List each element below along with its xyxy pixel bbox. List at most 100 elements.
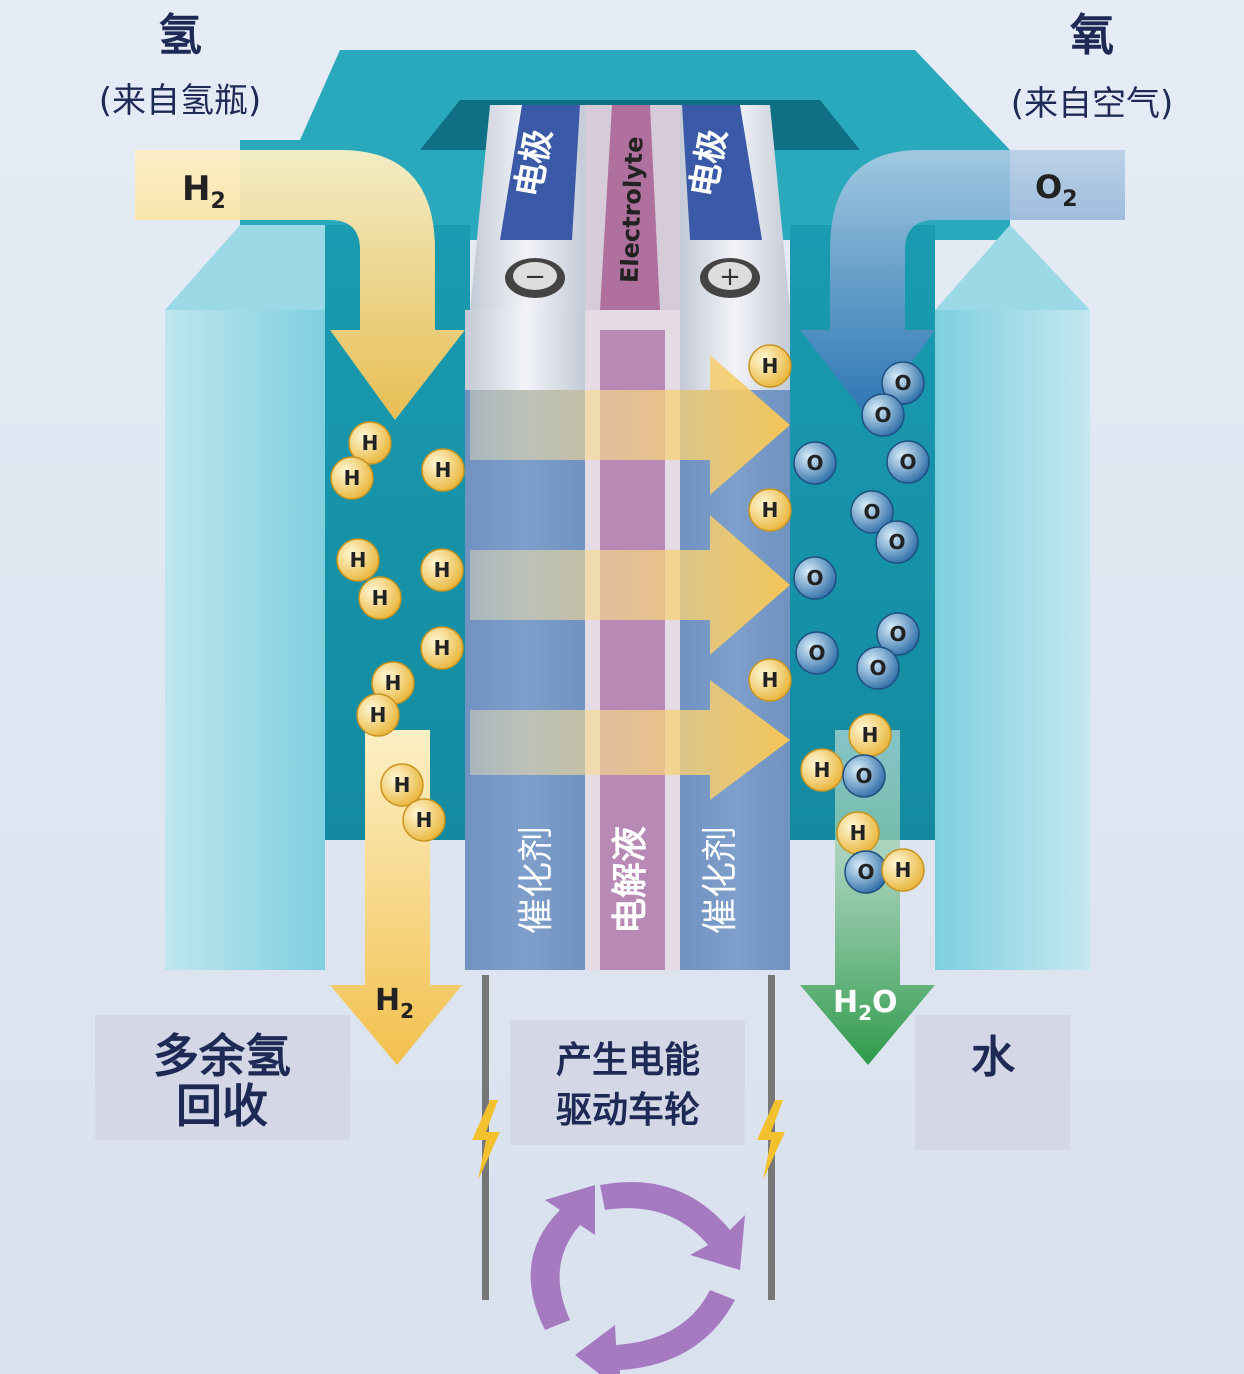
proton-arrow-3 <box>470 680 790 800</box>
particle-label: H <box>372 586 389 610</box>
lightning-icon-right <box>757 1100 785 1180</box>
hydrogen-particle: H <box>371 661 415 705</box>
particle-label: H <box>762 498 779 522</box>
particle-label: O <box>874 403 891 427</box>
oxygen-particle: O <box>795 631 839 675</box>
particle-label: H <box>344 466 361 490</box>
oxygen-particle: O <box>856 646 900 690</box>
hydrogen-particle: H <box>358 576 402 620</box>
hydrogen-particle: H <box>748 344 792 388</box>
anode-catalyst <box>465 390 585 970</box>
water-box <box>915 1015 1070 1150</box>
proton-arrow-1 <box>470 355 790 495</box>
oxygen-particle: O <box>886 440 930 484</box>
hydrogen-particle: H <box>336 538 380 582</box>
minus-terminal: − <box>505 258 565 298</box>
oxygen-particle: O <box>881 361 925 405</box>
power-box <box>510 1020 745 1145</box>
hydrogen-particle: H <box>330 456 374 500</box>
h2-recycle-line2: 回收 <box>176 1079 268 1133</box>
hydrogen-particle: H <box>748 488 792 532</box>
hydrogen-particle: H <box>848 713 892 757</box>
anode-label-plate <box>500 105 580 240</box>
oxygen-particle: O <box>850 490 894 534</box>
particle-label: H <box>350 548 367 572</box>
hydrogen-source: (来自氢瓶) <box>99 81 262 121</box>
power-line1: 产生电能 <box>556 1040 700 1081</box>
cathode-label-plate <box>682 105 762 240</box>
electrolyte-label: Electrolyte <box>615 136 648 283</box>
particle-label: H <box>814 758 831 782</box>
right-block <box>935 310 1090 970</box>
oxygen-particle: O <box>876 612 920 656</box>
particle-label: H <box>762 354 779 378</box>
anode-catalyst-label: 催化剂 <box>516 826 557 934</box>
oxygen-particle: O <box>793 556 837 600</box>
particle-label: O <box>855 764 872 788</box>
h2-recycle-box <box>95 1015 350 1140</box>
particle-label: H <box>362 431 379 455</box>
oxygen-source: (来自空气) <box>1011 84 1174 124</box>
right-block-top <box>935 225 1090 310</box>
left-block <box>165 310 325 970</box>
oxygen-title: 氧 <box>1070 10 1114 61</box>
particle-label: O <box>863 500 880 524</box>
particle-label: H <box>434 636 451 660</box>
hydrogen-particle: H <box>348 421 392 465</box>
hydrogen-particle: H <box>421 448 465 492</box>
hydrogen-particle: H <box>800 748 844 792</box>
particle-label: H <box>385 671 402 695</box>
particle-label: O <box>869 656 886 680</box>
particle-label: H <box>435 458 452 482</box>
proton-arrow-2 <box>470 515 790 655</box>
hydrogen-particle: H <box>402 798 446 842</box>
o2-inlet-arrow <box>800 150 1125 420</box>
water-outlet-arrow <box>800 730 935 1065</box>
electrolyte-cn-label: 电解液 <box>610 826 651 934</box>
o2-inlet-label: O2 <box>1035 168 1078 212</box>
particle-label: O <box>857 860 874 884</box>
rotation-cycle-icon <box>530 1182 745 1374</box>
particle-label: H <box>416 808 433 832</box>
particle-label: O <box>806 566 823 590</box>
particle-label: O <box>899 450 916 474</box>
minus-sign: − <box>524 262 546 292</box>
lightning-icon-left <box>472 1100 500 1180</box>
particle-label: O <box>806 451 823 475</box>
particle-label: H <box>434 558 451 582</box>
hydrogen-particle: H <box>836 811 880 855</box>
particle-label: O <box>888 530 905 554</box>
hydrogen-particle: H <box>748 658 792 702</box>
hydrogen-particle: H <box>420 548 464 592</box>
oxygen-particle: O <box>861 393 905 437</box>
oxygen-particle: O <box>844 850 888 894</box>
electrolyte-plate <box>600 105 660 310</box>
particle-label: H <box>895 858 912 882</box>
hydrogen-particle: H <box>380 763 424 807</box>
oxygen-particle: O <box>875 520 919 564</box>
left-block-top <box>165 225 325 310</box>
particle-label: H <box>394 773 411 797</box>
power-line2: 驱动车轮 <box>556 1090 700 1131</box>
particle-label: O <box>808 641 825 665</box>
water-outlet-label: H2O <box>833 985 898 1025</box>
particle-label: H <box>850 821 867 845</box>
hydrogen-particle: H <box>356 693 400 737</box>
h2-inlet-label: H2 <box>182 169 226 214</box>
particle-label: H <box>762 668 779 692</box>
hydrogen-particle: H <box>420 626 464 670</box>
water-caption: 水 <box>971 1032 1016 1083</box>
oxygen-particle: O <box>793 441 837 485</box>
particle-label: H <box>370 703 387 727</box>
cathode-catalyst-label: 催化剂 <box>700 826 741 934</box>
hydrogen-particle: H <box>881 848 925 892</box>
h2-recycle-line1: 多余氢 <box>153 1029 291 1083</box>
plus-terminal: + <box>700 258 760 298</box>
h2-inlet-arrow <box>135 150 465 420</box>
plus-sign: + <box>719 262 741 292</box>
particle-label: H <box>862 723 879 747</box>
h2-outlet-label: H2 <box>375 983 414 1023</box>
particle-label: O <box>889 622 906 646</box>
